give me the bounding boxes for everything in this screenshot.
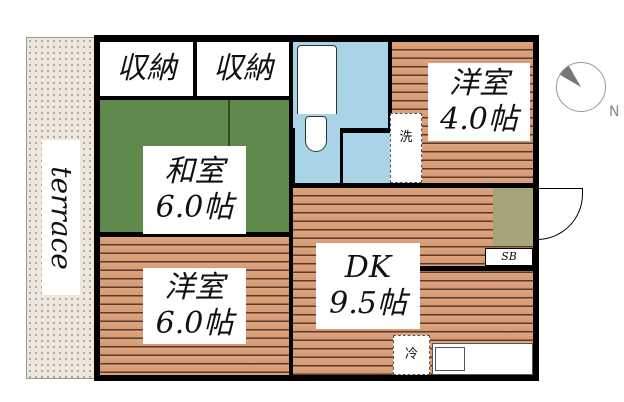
youshitsu-large-name: 洋室 (164, 270, 225, 305)
storage-2: 収納 (197, 42, 289, 96)
fridge-space: 冷 (393, 335, 430, 375)
washer-label: 洗 (399, 130, 413, 145)
shoebox: SB (485, 248, 533, 266)
fridge-label: 冷 (404, 347, 418, 362)
storage-1: 収納 (100, 42, 193, 96)
compass-icon (556, 62, 606, 112)
youshitsu-small-name: 洋室 (449, 66, 509, 101)
compass-north-label: N (609, 104, 620, 120)
kitchen-counter (432, 343, 533, 375)
toilet-icon (305, 116, 327, 152)
shoebox-label: SB (501, 250, 517, 263)
youshitsu-large-size: 6.0帖 (155, 306, 234, 341)
washer-space: 洗 (390, 113, 422, 183)
washitsu-name: 和室 (164, 154, 225, 189)
washitsu-size: 6.0帖 (155, 190, 234, 225)
dk-name: DK (344, 250, 392, 285)
terrace-label: terrace (42, 140, 80, 295)
entry-door-arc[interactable] (537, 188, 583, 240)
washroom (343, 133, 390, 183)
youshitsu-small-size: 4.0帖 (440, 102, 518, 137)
dk-size: 9.5帖 (329, 286, 407, 321)
entry (493, 188, 533, 246)
bathtub-icon (297, 45, 337, 125)
sink-icon (435, 347, 465, 371)
partition-wall (420, 266, 533, 271)
